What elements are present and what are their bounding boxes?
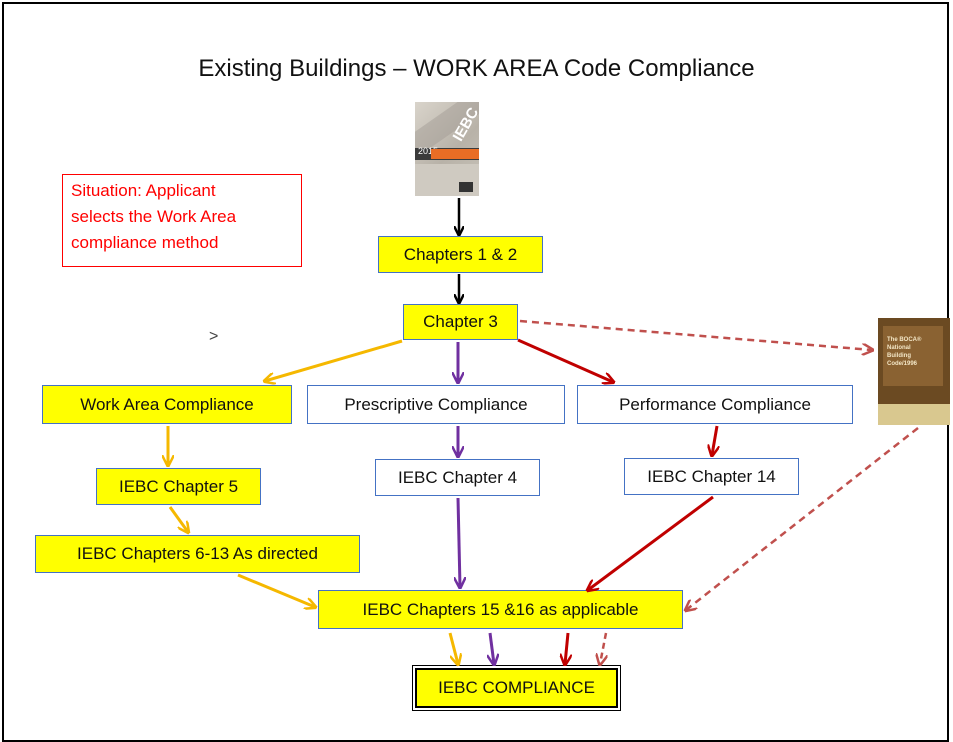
iebc-2015-book-cover: IEBC 2015 bbox=[415, 102, 479, 196]
book-year: 2015 bbox=[418, 146, 439, 156]
node-iebc-chapter-4: IEBC Chapter 4 bbox=[375, 459, 540, 496]
boca-book-text: The BOCA® National Building Code/1996 bbox=[887, 337, 922, 367]
slide-title: Existing Buildings – WORK AREA Code Comp… bbox=[198, 55, 755, 82]
node-iebc-chapters-6-13: IEBC Chapters 6-13 As directed bbox=[35, 535, 360, 573]
arrow-ch3-to-performance bbox=[517, 338, 613, 382]
arrow-iebc5-to-iebc6-13 bbox=[168, 506, 188, 532]
stray-mark: > bbox=[209, 328, 219, 345]
situation-note: Situation: Applicant selects the Work Ar… bbox=[62, 174, 302, 267]
flow-arrows bbox=[0, 198, 919, 722]
arrow-iebc4-to-iebc15-16 bbox=[458, 497, 460, 587]
arrow-iebc15-16-to-final-dashed bbox=[600, 632, 606, 664]
arrow-iebc15-16-to-final-purple bbox=[490, 632, 494, 664]
node-iebc-chapters-15-16: IEBC Chapters 15 &16 as applicable bbox=[318, 590, 683, 629]
arrow-iebc6-13-to-iebc15-16 bbox=[237, 573, 315, 607]
arrow-iebc15-16-to-final-red bbox=[565, 632, 568, 664]
arrow-boca-to-iebc15-16 bbox=[686, 427, 919, 610]
node-chapter-3: Chapter 3 bbox=[403, 304, 518, 340]
node-performance-compliance: Performance Compliance bbox=[577, 385, 853, 424]
node-iebc-chapter-5: IEBC Chapter 5 bbox=[96, 468, 261, 505]
boca-1996-book-cover: The BOCA® National Building Code/1996 bbox=[878, 318, 950, 425]
arrow-ch3-to-work-area bbox=[265, 339, 403, 381]
arrow-ch3-to-boca bbox=[519, 319, 872, 350]
node-iebc-chapter-14: IEBC Chapter 14 bbox=[624, 458, 799, 495]
node-chapters-1-2: Chapters 1 & 2 bbox=[378, 236, 543, 273]
arrow-iebc15-16-to-final-gold bbox=[448, 632, 458, 664]
node-prescriptive-compliance: Prescriptive Compliance bbox=[307, 385, 565, 424]
arrow-iebc14-to-iebc15-16 bbox=[588, 495, 714, 590]
node-iebc-compliance: IEBC COMPLIANCE bbox=[412, 665, 621, 711]
arrow-performance-to-iebc14 bbox=[712, 425, 717, 455]
node-work-area-compliance: Work Area Compliance bbox=[42, 385, 292, 424]
